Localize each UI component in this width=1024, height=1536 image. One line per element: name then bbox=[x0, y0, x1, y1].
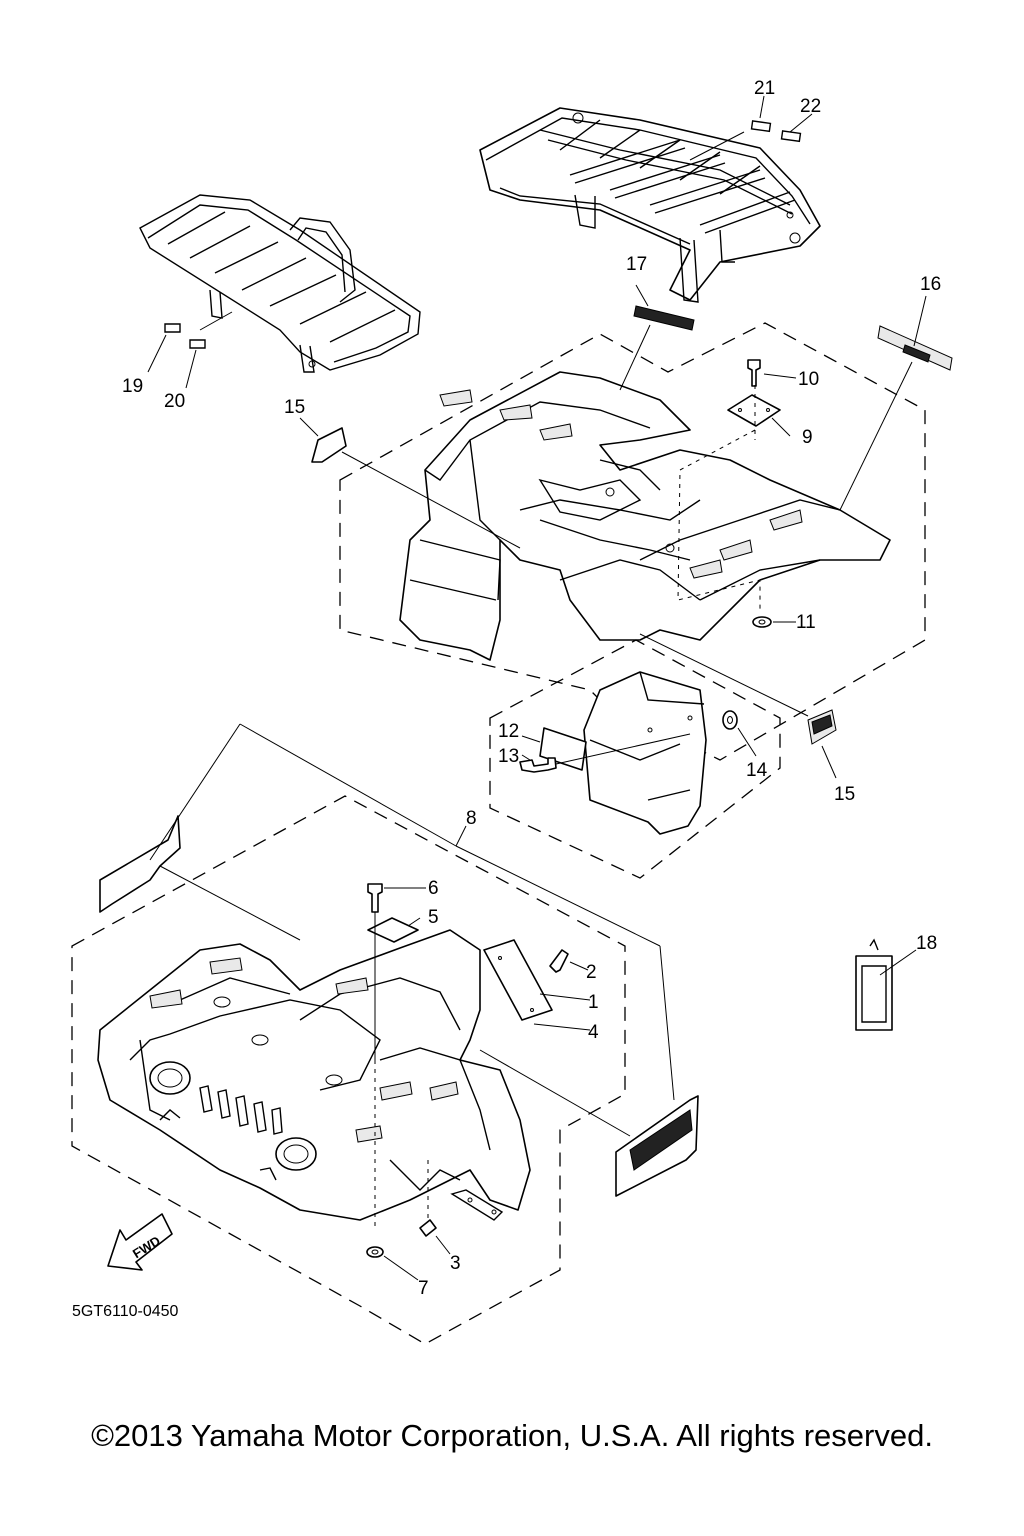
callout-1: 1 bbox=[588, 992, 599, 1013]
callout-4: 4 bbox=[588, 1022, 599, 1043]
mudguard-group-outline bbox=[489, 639, 781, 879]
label-16 bbox=[839, 295, 953, 511]
callout-3: 3 bbox=[450, 1253, 461, 1274]
plate-1 bbox=[483, 939, 553, 1021]
rear-fender-group-outline bbox=[339, 322, 926, 761]
callout-2: 2 bbox=[586, 962, 597, 983]
callout-12: 12 bbox=[498, 721, 519, 742]
callout-20: 20 bbox=[164, 391, 185, 412]
callout-5: 5 bbox=[428, 907, 439, 928]
label-17 bbox=[619, 284, 695, 391]
washer-7 bbox=[366, 1246, 419, 1281]
bolt-6 bbox=[367, 883, 426, 913]
callout-9: 9 bbox=[802, 427, 813, 448]
callout-15-left: 15 bbox=[284, 397, 305, 418]
callout-19: 19 bbox=[122, 376, 143, 397]
front-grizzly-decal bbox=[479, 1049, 699, 1197]
plate-9 bbox=[727, 394, 781, 427]
bolt-13 bbox=[519, 754, 557, 773]
callout-16: 16 bbox=[920, 274, 941, 295]
callout-numbers: 1 2 3 4 5 6 7 8 9 10 11 12 13 14 15 15 1… bbox=[122, 78, 941, 1299]
callout-21: 21 bbox=[754, 78, 775, 99]
front-fender bbox=[97, 929, 531, 1221]
plate-5 bbox=[367, 917, 421, 943]
callout-10: 10 bbox=[798, 369, 819, 390]
bolt-2 bbox=[549, 949, 589, 973]
callout-8: 8 bbox=[466, 808, 477, 829]
callout-17: 17 bbox=[626, 254, 647, 275]
front-carrier-rack bbox=[139, 194, 421, 373]
label-15-right bbox=[639, 633, 837, 779]
labels-21-22 bbox=[689, 95, 813, 161]
callout-6: 6 bbox=[428, 878, 439, 899]
copyright-notice: ©2013 Yamaha Motor Corporation, U.S.A. A… bbox=[91, 1418, 933, 1453]
callout-15-right: 15 bbox=[834, 784, 855, 805]
nut-3 bbox=[419, 1219, 451, 1255]
callout-13: 13 bbox=[498, 746, 519, 767]
nut-11 bbox=[752, 616, 796, 628]
forward-arrow-icon: FWD bbox=[107, 1213, 173, 1271]
rear-fender bbox=[399, 371, 891, 661]
warning-tag-18 bbox=[855, 938, 917, 1031]
callout-11: 11 bbox=[796, 612, 816, 633]
callout-22: 22 bbox=[800, 96, 821, 117]
callout-14: 14 bbox=[746, 760, 768, 781]
bolt-10 bbox=[747, 359, 797, 387]
callout-7: 7 bbox=[418, 1278, 429, 1299]
label-15-left bbox=[299, 417, 521, 549]
rear-carrier-rack bbox=[479, 107, 821, 303]
rear-mudguard bbox=[583, 671, 707, 835]
front-fender-group-outline bbox=[71, 795, 626, 1345]
washer-14 bbox=[722, 710, 757, 757]
labels-19-20 bbox=[147, 311, 233, 389]
front-side-decal bbox=[99, 723, 457, 941]
callout-18: 18 bbox=[916, 933, 937, 954]
drawing-code: 5GT6110-0450 bbox=[72, 1303, 179, 1320]
